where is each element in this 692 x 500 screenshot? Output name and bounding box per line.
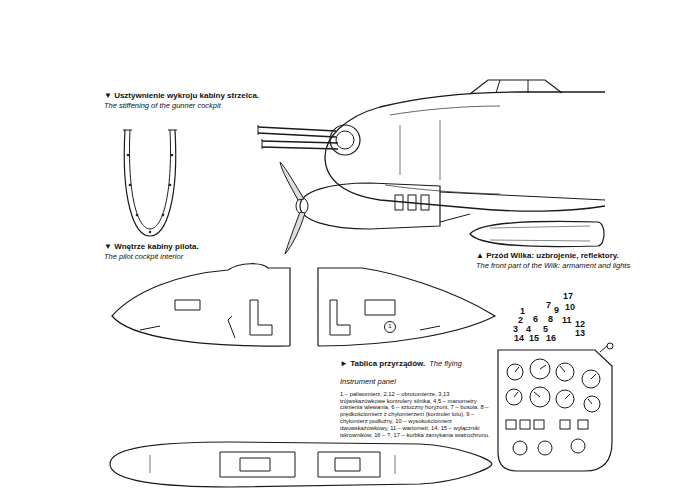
callout-number: 16 — [546, 334, 556, 344]
cockpit-frame — [123, 130, 177, 236]
callout-number: 7 — [546, 301, 551, 311]
callout-number: 13 — [575, 329, 585, 339]
callout-number: 10 — [565, 303, 575, 313]
callout-number: 11 — [562, 316, 572, 326]
fuselage-plan-view — [110, 442, 492, 487]
key-text: 1 – paliwomierz, 2,12 – obrotomierze, 3,… — [340, 391, 492, 439]
instrument-key: ► Tablica przyrządów.The flying Instrume… — [340, 352, 492, 438]
caption-english: The front part of the Wilk: armament and… — [476, 262, 630, 270]
callout-number: 2 — [518, 316, 523, 326]
callout-number: 6 — [533, 315, 538, 325]
caption-polish: ▼ Wnętrze kabiny pilota. — [104, 243, 199, 252]
caption-english: The pilot cockpit interior — [104, 253, 183, 261]
caption-polish: ▲ Przód Wilka: uzbrojenie, reflektory. — [476, 252, 619, 261]
caption-polish: ► Tablica przyrządów. — [340, 359, 425, 368]
callout-number: 15 — [529, 334, 539, 344]
callout-number: 17 — [563, 292, 573, 302]
callout-number: 14 — [514, 334, 524, 344]
fuselage-side-view — [112, 264, 495, 346]
caption-english: The stiffening of the gunner cockpit — [104, 102, 221, 110]
callout-number: 9 — [554, 306, 559, 316]
callout-number: 8 — [548, 315, 553, 325]
callout-number: 1 — [385, 323, 395, 330]
instrument-panel — [498, 343, 613, 471]
caption-polish: ▼ Usztywnienie wykroju kabiny strzelca. — [104, 92, 259, 101]
aircraft-nose — [258, 80, 605, 254]
